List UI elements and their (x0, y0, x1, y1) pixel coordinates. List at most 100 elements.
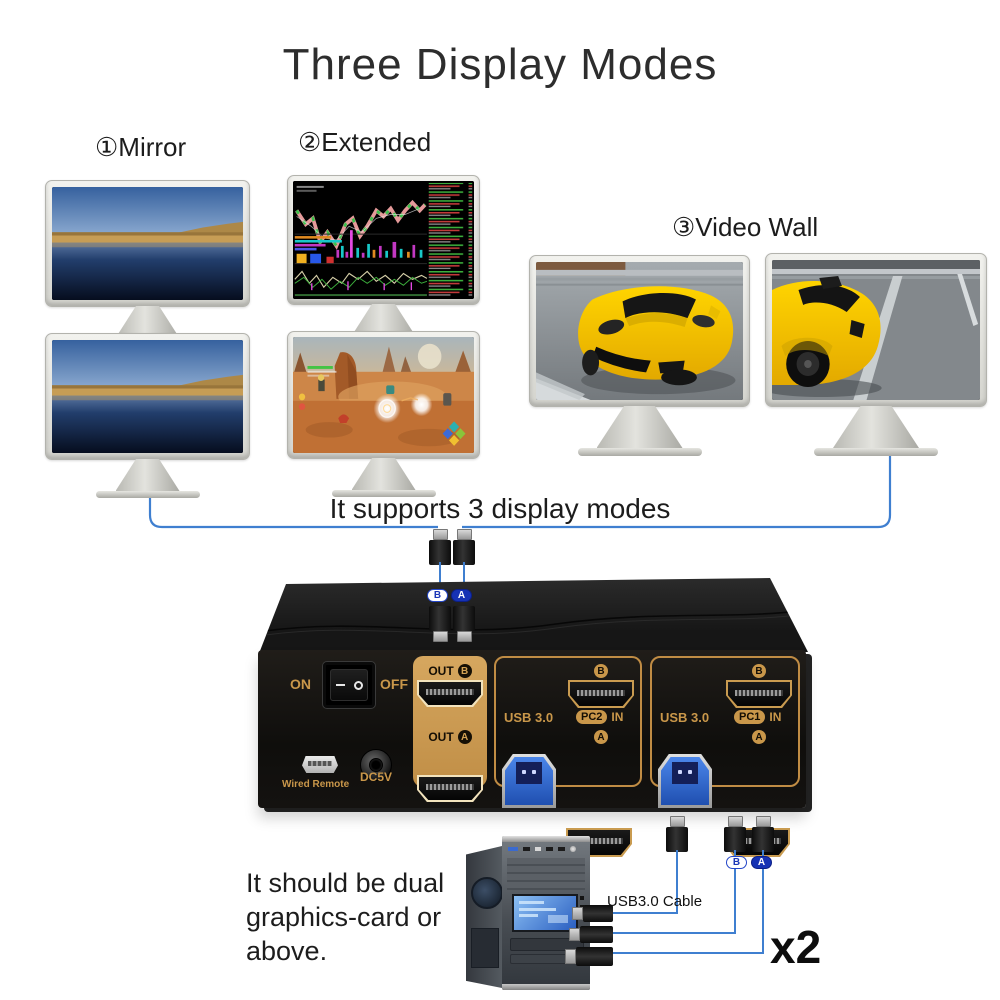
mode-label-video-wall: ③Video Wall (672, 212, 819, 242)
wired-remote-port[interactable] (302, 756, 338, 773)
usb-plug-up-b (724, 816, 746, 852)
power-dash-mark (335, 683, 345, 687)
mode-label-mirror: ①Mirror (95, 132, 187, 162)
pc2-name-pill: PC2 (576, 710, 608, 724)
monitor-screen (52, 187, 243, 300)
pc1-panel: B USB 3.0 PC1 IN A (650, 656, 800, 857)
monitor-stand-neck (596, 406, 683, 448)
usb-cable-a-h (610, 952, 764, 954)
pc2-hdmi-a-badge: A (594, 730, 608, 744)
power-switch[interactable] (322, 661, 376, 709)
usb-cable-label: USB3.0 Cable (607, 893, 703, 910)
monitor-bezel (45, 180, 250, 307)
wired-remote-label: Wired Remote (282, 779, 350, 790)
kvm-top-seam (258, 609, 807, 637)
tower-plug-1 (572, 905, 613, 922)
tower-drive-bays (507, 858, 585, 890)
usb-cable-1-h (610, 912, 678, 914)
out-b-badge: B (457, 664, 472, 678)
monitor-bezel (765, 253, 987, 407)
game-scene (293, 337, 474, 453)
pc-tower-vent (471, 928, 499, 968)
monitor-screen (536, 262, 743, 400)
bottom-badge-b: B (726, 856, 747, 869)
monitor-mirror-1 (45, 180, 250, 345)
hdmi-plug-up-b (429, 529, 451, 565)
monitor-extended-1 (287, 175, 480, 343)
cable-badge-b: B (427, 589, 448, 602)
tower-power-button[interactable] (570, 846, 576, 852)
monitor-screen (52, 340, 243, 453)
pc2-in-label: IN (611, 710, 624, 724)
monitor-stand-neck (115, 459, 180, 491)
pc1-usb-label: USB 3.0 (660, 710, 710, 725)
car-scene-right (772, 260, 980, 400)
pc2-hdmi-b-port[interactable] (568, 680, 634, 708)
monitor-stand-base (95, 491, 200, 498)
tower-plug-3 (565, 947, 613, 966)
dc-power-jack[interactable] (360, 749, 392, 781)
supports-text: It supports 3 display modes (329, 493, 671, 524)
hdmi-plug-down-a (453, 606, 475, 642)
stock-chart-scene (293, 181, 474, 299)
hdmi-plug-down-b (429, 606, 451, 642)
usb-cable-1 (676, 850, 678, 914)
monitor-stand-base (577, 448, 702, 456)
kvm-top-face (258, 578, 808, 656)
dc-label: DC5V (360, 770, 393, 784)
monitor-videowall-1 (529, 255, 750, 456)
out-panel: OUT B OUT A (413, 656, 487, 802)
tower-bottom-chrome (502, 984, 590, 990)
usb-cable-b (734, 850, 736, 934)
monitor-stand-neck (833, 406, 919, 448)
out-a-badge: A (457, 730, 472, 744)
pc1-hdmi-a-badge: A (752, 730, 766, 744)
tower-usb-port[interactable] (508, 847, 518, 851)
monitor-mirror-2 (45, 333, 250, 498)
usb-plug-up-1 (666, 816, 688, 852)
power-off-label: OFF (380, 676, 408, 692)
monitor-screen (772, 260, 980, 400)
note-text: It should be dual graphics-card or above… (246, 868, 445, 966)
monitor-screen (293, 337, 474, 453)
kvm-front-face: ON OFF Wired Remote DC5V OUT B OUT A B (258, 650, 806, 857)
usb-cable-a (762, 850, 764, 954)
pc1-usb3-port[interactable] (658, 754, 712, 808)
bottom-badge-a: A (751, 856, 772, 869)
monitor-bezel (529, 255, 750, 407)
monitor-stand-neck (351, 458, 416, 490)
usb-plug-up-a (752, 816, 774, 852)
monitor-bezel (45, 333, 250, 460)
monitor-stand-base (814, 448, 938, 456)
monitor-videowall-2 (765, 253, 987, 456)
page-title: Three Display Modes (282, 40, 718, 89)
pc1-in-label: IN (769, 710, 782, 724)
cable-badge-a: A (451, 589, 472, 602)
hdmi-plug-up-a (453, 529, 475, 565)
tower-plug-2 (569, 926, 613, 943)
multiplier-text: x2 (770, 921, 822, 973)
pc1-hdmi-b-port[interactable] (726, 680, 792, 708)
tower-port-strip (508, 846, 584, 852)
hdmi-out-a-port[interactable] (417, 775, 483, 802)
usb-cable-b-h (610, 932, 736, 934)
mode-label-extended: ②Extended (298, 127, 432, 157)
monitor-extended-2 (287, 331, 480, 497)
lake-scene (52, 187, 243, 300)
lake-scene (52, 340, 243, 453)
pc-tower-fan (471, 877, 503, 909)
hdmi-out-b-port[interactable] (417, 680, 483, 707)
monitor-bezel (287, 175, 480, 305)
pc2-usb3-port[interactable] (502, 754, 556, 808)
monitor-bezel (287, 331, 480, 459)
pc2-hdmi-b-badge: B (594, 664, 608, 678)
monitor-stand-base (331, 490, 436, 497)
pc1-hdmi-b-badge: B (752, 664, 766, 678)
pc1-name-pill: PC1 (734, 710, 766, 724)
power-on-label: ON (290, 676, 311, 692)
monitor-screen (293, 181, 474, 299)
power-rocker[interactable] (330, 669, 368, 701)
pc2-panel: B USB 3.0 PC2 IN A (494, 656, 642, 857)
power-circle-mark (353, 680, 363, 690)
